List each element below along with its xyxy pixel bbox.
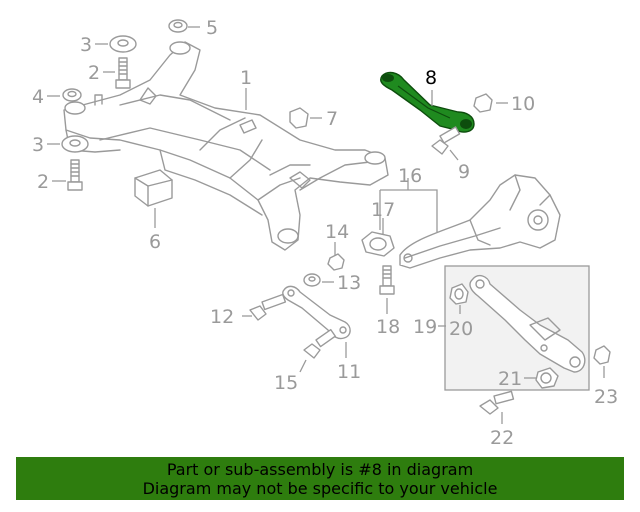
notice-line-2: Diagram may not be specific to your vehi… xyxy=(142,479,498,498)
trailing-arm-part-16[interactable] xyxy=(399,174,561,269)
callout-11: 11 xyxy=(337,361,361,383)
callout-17: 17 xyxy=(371,199,395,221)
washer-part-4[interactable] xyxy=(62,88,82,102)
callout-23: 23 xyxy=(594,386,618,408)
leader-lines xyxy=(47,26,605,424)
nut-part-23[interactable] xyxy=(593,345,611,365)
bushing-part-17[interactable] xyxy=(361,231,395,257)
callout-1: 1 xyxy=(240,67,252,89)
callout-numbers: 1 5 3 2 4 3 2 6 7 8 10 9 16 17 14 13 18 … xyxy=(32,17,618,449)
notice-line-1: Part or sub-assembly is #8 in diagram xyxy=(166,460,474,479)
bolt-part-18[interactable] xyxy=(379,265,395,295)
callout-6: 6 xyxy=(149,231,161,253)
callout-16: 16 xyxy=(398,165,422,187)
callout-3-lower: 3 xyxy=(32,134,44,156)
callout-19: 19 xyxy=(413,316,437,338)
bolt-part-9[interactable] xyxy=(431,126,461,155)
nut-part-14[interactable] xyxy=(327,253,345,271)
bolt-part-15[interactable] xyxy=(303,328,337,359)
nut-part-10[interactable] xyxy=(473,93,493,113)
lateral-link-part-11[interactable] xyxy=(282,285,351,340)
callout-12: 12 xyxy=(210,306,234,328)
bolt-part-2-top[interactable] xyxy=(115,57,131,89)
callout-5: 5 xyxy=(206,17,218,39)
upper-arm-part-8[interactable] xyxy=(380,71,475,133)
callout-2-lower: 2 xyxy=(37,171,49,193)
callout-13: 13 xyxy=(337,272,361,294)
bracket-part-6[interactable] xyxy=(134,169,173,207)
sub-assembly-box-part-19[interactable] xyxy=(444,265,590,391)
bolt-part-2-lower[interactable] xyxy=(67,159,83,191)
callout-3-top: 3 xyxy=(80,34,92,56)
nut-part-7[interactable] xyxy=(289,107,309,129)
callout-4: 4 xyxy=(32,86,44,108)
bushing-part-20[interactable] xyxy=(449,283,469,305)
subframe-part-1[interactable] xyxy=(63,41,389,251)
callout-8[interactable]: 8 xyxy=(425,67,437,89)
notice-banner: Part or sub-assembly is #8 in diagram Di… xyxy=(16,457,624,500)
washer-part-3-top[interactable] xyxy=(109,35,137,53)
callout-22: 22 xyxy=(490,427,514,449)
callout-10: 10 xyxy=(511,93,535,115)
callout-21: 21 xyxy=(498,368,522,390)
callout-14: 14 xyxy=(325,221,349,243)
bushing-part-21[interactable] xyxy=(535,367,559,389)
bolt-part-12[interactable] xyxy=(249,293,287,321)
washer-part-5[interactable] xyxy=(168,19,188,33)
callout-2-top: 2 xyxy=(88,62,100,84)
parts-diagram: 1 5 3 2 4 3 2 6 7 8 10 9 16 17 14 13 18 … xyxy=(32,17,618,449)
washer-part-13[interactable] xyxy=(303,273,321,287)
callout-15: 15 xyxy=(274,372,298,394)
callout-20: 20 xyxy=(449,318,473,340)
callout-18: 18 xyxy=(376,316,400,338)
callout-9: 9 xyxy=(458,161,470,183)
callout-7: 7 xyxy=(326,108,338,130)
bolt-part-22[interactable] xyxy=(479,390,515,415)
washer-part-3-lower[interactable] xyxy=(61,135,89,153)
